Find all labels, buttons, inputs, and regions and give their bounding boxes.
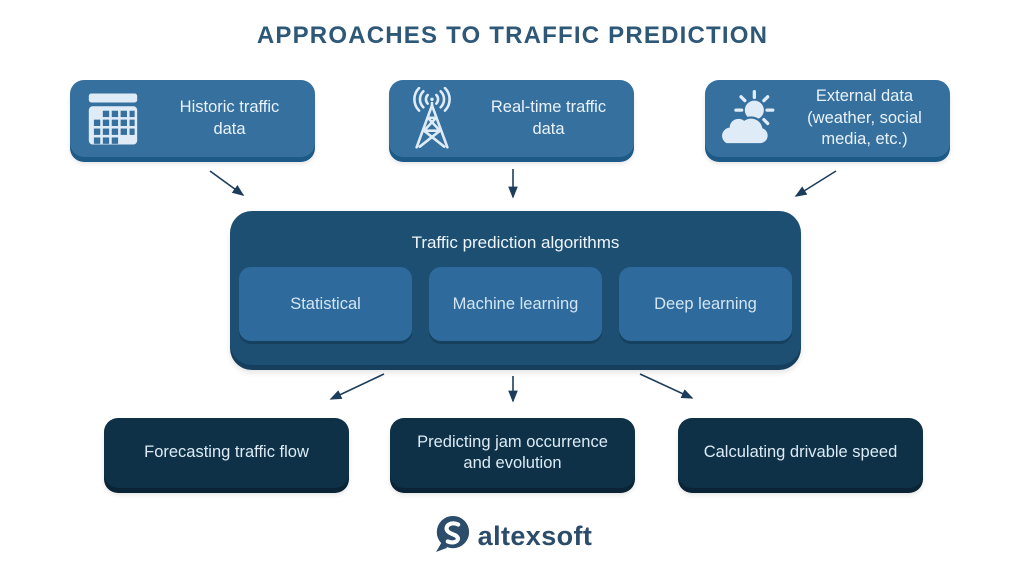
arrow-algorithms-to-speed xyxy=(639,373,694,399)
calendar-icon xyxy=(70,89,156,149)
output-box-drivable-speed: Calculating drivable speed xyxy=(678,418,923,488)
method-box-statistical: Statistical xyxy=(239,267,412,341)
output-label: Predicting jam occurrence and evolution xyxy=(417,432,608,472)
output-label: Forecasting traffic flow xyxy=(144,443,309,462)
algorithms-title: Traffic prediction algorithms xyxy=(411,233,620,252)
arrow-external-to-algorithms xyxy=(794,170,837,197)
method-box-machine-learning: Machine learning xyxy=(429,267,602,341)
sun-cloud-icon xyxy=(705,89,791,149)
altexsoft-logo-text: altexsoft xyxy=(477,520,593,551)
input-label: External data (weather, social media, et… xyxy=(807,87,922,149)
arrow-algorithms-to-forecasting xyxy=(329,373,385,400)
method-label: Statistical xyxy=(290,294,361,313)
method-label: Machine learning xyxy=(452,294,579,313)
arrow-historic-to-algorithms xyxy=(209,170,245,196)
output-label: Calculating drivable speed xyxy=(703,443,898,462)
input-box-realtime-traffic: Real-time traffic data xyxy=(389,80,634,157)
input-label: Real-time traffic data xyxy=(490,98,607,138)
altexsoft-logo: altexsoft xyxy=(0,514,1025,554)
altexsoft-logo-icon xyxy=(435,515,469,553)
method-box-deep-learning: Deep learning xyxy=(619,267,792,341)
output-box-forecasting-flow: Forecasting traffic flow xyxy=(104,418,349,488)
method-label: Deep learning xyxy=(654,294,757,313)
input-box-external-data: External data (weather, social media, et… xyxy=(705,80,950,157)
page-title: APPROACHES TO TRAFFIC PREDICTION xyxy=(256,22,769,49)
input-box-historic-traffic: Historic traffic data xyxy=(70,80,315,157)
output-box-jam-prediction: Predicting jam occurrence and evolution xyxy=(390,418,635,488)
algorithms-box: Traffic prediction algorithms Statistica… xyxy=(230,211,801,365)
input-label: Historic traffic data xyxy=(179,98,280,138)
radio-tower-icon xyxy=(389,86,475,151)
